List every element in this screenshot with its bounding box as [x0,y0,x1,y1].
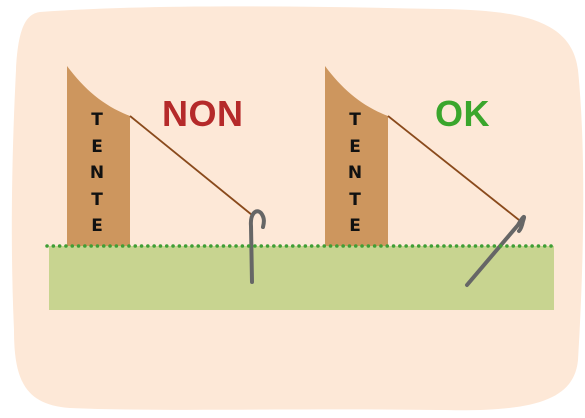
tent-right [325,66,388,246]
guy-rope-right [387,115,520,221]
tent-right-letter: T [349,189,361,210]
tent-left-letter: E [91,216,103,236]
tent-left-letter: E [91,136,103,157]
stake-left-vertical-hook-stake-icon [248,209,266,284]
verdict-non-label: NON [162,93,244,134]
stake-right-angled-hook-stake-icon [465,214,527,287]
tent-left-letter: T [91,110,103,130]
tent-right-letter: E [349,136,361,157]
tent-left [67,66,130,246]
verdict-ok-label: OK [435,93,490,134]
tent-right-letter: N [347,163,363,183]
tent-right-letter: T [349,110,361,130]
tent-left-letter: T [91,189,103,210]
ground [49,246,554,310]
tent-left-label: T E N T E [85,107,109,240]
guy-rope-left [129,115,253,216]
tent-right-letter: E [349,216,361,236]
tent-right-label: T E N T E [343,107,367,240]
tent-left-letter: N [89,163,105,183]
